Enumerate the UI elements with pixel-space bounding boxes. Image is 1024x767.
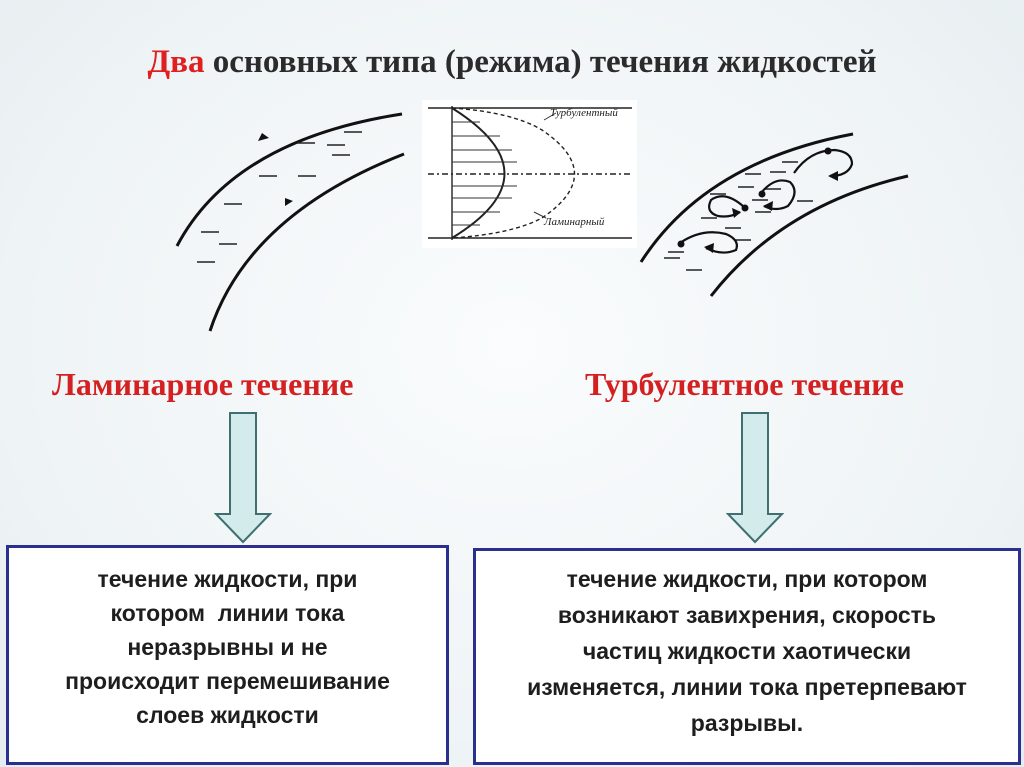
laminar-profile-curve [451,107,506,239]
vortex [793,148,854,178]
laminar-label-leader [533,211,547,219]
profile-label-laminar: Ламинарный [543,216,605,228]
laminar-pipe-outer-wall [175,112,403,247]
turbulent-line: разрывы. [690,710,804,736]
vortex [708,195,745,218]
laminar-line: котором линии тока [110,600,345,626]
title-rest: основных типа (режима) течения жидкостей [204,44,877,80]
turbulent-line: частиц жидкости хаотически [582,638,912,664]
laminar-flow-arrow [285,198,293,206]
vortex-center [824,147,832,155]
velocity-profile-diagram: Турбулентный Ламинарный [428,106,632,240]
laminar-definition-box: течение жидкости, при котором линии тока… [6,545,449,765]
laminar-definition-text: течение жидкости, при котором линии тока… [65,562,390,762]
laminar-flow-arrow [258,133,269,141]
turbulent-line: изменяется, линии тока претерпевают [527,674,967,700]
turbulent-pipe-outer-wall [639,132,854,263]
vortex-arrow [704,243,714,253]
vortex-center [677,240,685,248]
laminar-line: неразрывны и не [127,634,328,660]
turbulent-pipe-inner-wall [709,174,909,297]
vortex-center [741,204,749,212]
turbulent-line: течение жидкости, при котором [566,566,928,592]
laminar-line: слоев жидкости [136,702,319,728]
turbulent-heading: Турбулентное течение [585,366,904,402]
laminar-pipe-inner-wall [208,152,405,332]
title-accent: Два [147,44,205,80]
page-title: Два основных типа (режима) течения жидко… [0,44,1024,81]
vortex-arrow [828,171,838,181]
laminar-heading: Ламинарное течение [52,366,354,402]
velocity-profile-panel: Турбулентный Ламинарный [422,100,637,248]
turbulent-line: возникают завихрения, скорость [557,602,937,628]
profile-label-turbulent: Турбулентный [550,107,618,119]
turbulent-definition-text: течение жидкости, при котором возникают … [527,561,967,762]
turbulent-label-leader [543,112,557,121]
laminar-line: происходит перемешивание [65,668,390,694]
vortex-arrow [732,208,741,218]
vortex-center [758,190,766,198]
turbulent-profile-curve [451,107,576,239]
turbulent-definition-box: течение жидкости, при котором возникают … [473,548,1021,765]
vortex [679,231,738,254]
laminar-down-arrow [214,412,272,544]
laminar-line: течение жидкости, при [97,566,358,592]
vortex-arrow [763,201,773,211]
vortex [760,179,796,211]
turbulent-down-arrow [726,412,784,544]
